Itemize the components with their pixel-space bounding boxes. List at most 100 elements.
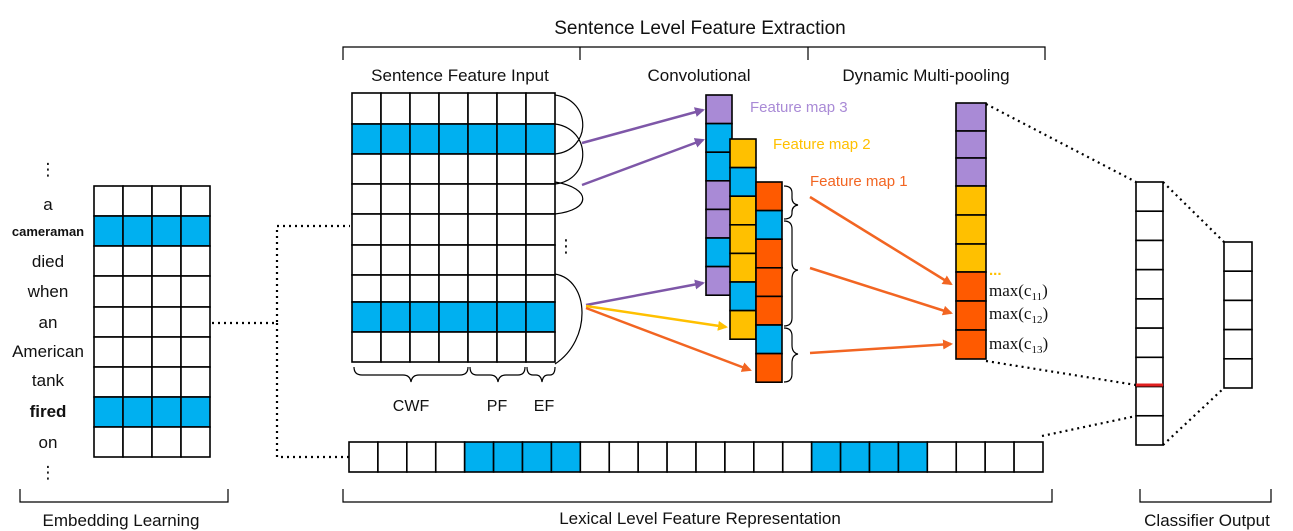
sentence-feature-cell xyxy=(438,153,469,185)
sentence-feature-cell xyxy=(496,183,527,215)
sentence-feature-cell xyxy=(467,213,498,246)
lexical-cell xyxy=(868,441,900,473)
embedding-cell xyxy=(180,426,211,458)
pooling-label-c12: max(c12) xyxy=(989,304,1048,326)
embedding-cell xyxy=(151,336,182,368)
embedding-cell xyxy=(180,185,211,217)
sentence-feature-cell xyxy=(351,183,382,215)
classifier-hidden-cell xyxy=(1135,210,1164,242)
classifier-output-cell xyxy=(1223,357,1253,389)
classifier-hidden-cell xyxy=(1135,298,1164,329)
pooling-cell xyxy=(955,214,987,245)
sentence-feature-cell xyxy=(380,274,411,303)
classifier-output-layer xyxy=(1223,241,1253,389)
embedding-grid xyxy=(93,185,211,458)
sentence-feature-cell xyxy=(409,153,440,185)
sentence-feature-cell xyxy=(409,274,440,303)
feature-map-3-cell xyxy=(705,122,733,153)
feature-map-1-cell xyxy=(755,209,783,241)
feature-map-2-cell xyxy=(729,224,757,255)
embedding-cell xyxy=(180,336,211,368)
sentence-feature-cell xyxy=(380,213,411,246)
classifier-hidden-layer xyxy=(1135,181,1164,446)
sentence-feature-cell xyxy=(496,92,527,125)
embedding-cell xyxy=(180,245,211,277)
classifier-hidden-cell xyxy=(1135,239,1164,271)
feature-map-2-cell xyxy=(729,252,757,283)
feature-map-3-cell xyxy=(705,265,733,297)
feature-map-2 xyxy=(729,138,757,341)
pooling-cell xyxy=(955,300,987,331)
sentence-feature-cell xyxy=(380,153,411,185)
sentence-feature-cell xyxy=(351,213,382,246)
sentence-feature-cell xyxy=(467,123,498,155)
lexical-cell xyxy=(521,441,553,473)
lexical-cell xyxy=(406,441,437,473)
classifier-hidden-cell xyxy=(1135,385,1164,417)
feature-map-3-label: Feature map 3 xyxy=(750,99,848,116)
segment-braces xyxy=(783,185,799,383)
lexical-cell xyxy=(550,441,582,473)
sentence-feature-cell xyxy=(409,301,440,333)
lexical-cell xyxy=(637,441,668,473)
sentence-feature-cell xyxy=(525,123,556,155)
pooling-arrows xyxy=(809,195,953,355)
sentence-feature-cell xyxy=(409,331,440,363)
pooling-cell xyxy=(955,157,987,187)
word-token: died xyxy=(32,252,64,271)
embedding-cell xyxy=(93,396,124,428)
word-token: a xyxy=(43,195,53,214)
embedding-cell xyxy=(122,215,153,247)
sentence-feature-cell xyxy=(409,213,440,246)
embedding-cell xyxy=(122,336,153,368)
classifier-output-cell xyxy=(1223,270,1253,302)
embedding-cell xyxy=(180,275,211,308)
embedding-cell xyxy=(93,366,124,398)
embedding-cell xyxy=(122,426,153,458)
lexical-cell xyxy=(695,441,726,473)
feature-group-ef: EF xyxy=(534,398,555,415)
pooling-cell xyxy=(955,243,987,273)
feature-map-2-label: Feature map 2 xyxy=(773,136,871,153)
sentence-feature-cell xyxy=(438,213,469,246)
feature-map-2-cell xyxy=(729,166,757,198)
sentence-feature-cell xyxy=(351,274,382,303)
lexical-cell xyxy=(348,441,379,473)
sentence-feature-cell xyxy=(525,331,556,363)
lexical-feature-vector xyxy=(348,441,1044,473)
dynamic-multi-pooling-label: Dynamic Multi-pooling xyxy=(842,66,1009,85)
classifier-output-cell xyxy=(1223,299,1253,331)
feature-map-3 xyxy=(705,94,733,297)
pooling-cell xyxy=(955,102,987,132)
feature-map-1 xyxy=(755,181,783,384)
word-token: fired xyxy=(30,402,67,421)
sentence-feature-cell xyxy=(380,183,411,215)
sentence-feature-cell xyxy=(525,301,556,333)
embedding-cell xyxy=(93,306,124,338)
word-token: ⋮ xyxy=(40,463,57,482)
embedding-cell xyxy=(151,426,182,458)
sentence-feature-cell xyxy=(525,92,556,125)
embedding-cell xyxy=(93,275,124,308)
feature-map-1-cell xyxy=(755,238,783,269)
lexical-cell xyxy=(839,441,871,473)
sentence-feature-cell xyxy=(525,213,556,246)
lexical-cell xyxy=(753,441,784,473)
lexical-level-bracket xyxy=(342,489,1053,503)
embedding-cell xyxy=(151,366,182,398)
lexical-cell xyxy=(666,441,697,473)
sentence-feature-cell xyxy=(438,183,469,215)
embedding-cell xyxy=(151,275,182,308)
embedding-cell xyxy=(180,396,211,428)
word-token: an xyxy=(39,313,58,332)
classifier-hidden-cell xyxy=(1135,414,1164,446)
grids xyxy=(93,92,1253,473)
sentence-feature-cell xyxy=(525,153,556,185)
lexical-cell xyxy=(810,441,842,473)
feature-map-2-cell xyxy=(729,309,757,341)
convolutional-label: Convolutional xyxy=(647,66,750,85)
classifier-output-label: Classifier Output xyxy=(1144,511,1270,530)
sentence-feature-cell xyxy=(380,123,411,155)
pooling-label-c11: max(c11) xyxy=(989,281,1048,303)
